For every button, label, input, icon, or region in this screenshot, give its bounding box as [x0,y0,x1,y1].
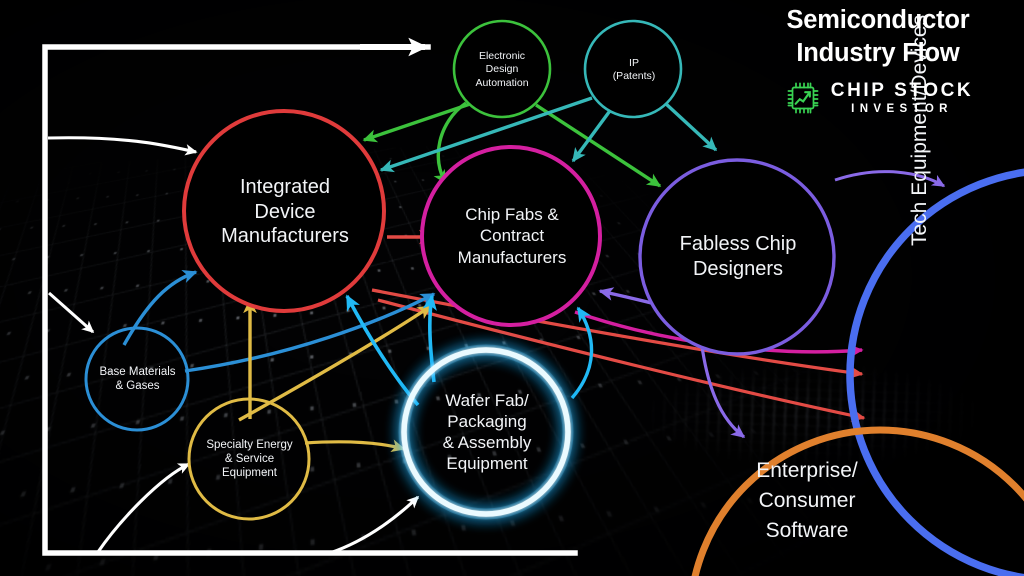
logo-text-secondary: INVESTOR [851,103,953,115]
node-circle-wafer [398,344,574,520]
node-tech-equipment-arc [846,168,1024,576]
node-circle-ip [583,19,683,119]
flow-ip-out [379,96,718,173]
node-circle-base [84,326,190,432]
node-circle-eda [452,19,552,119]
brand-logo: CHIP STOCK INVESTOR [746,78,1010,118]
node-circle-specialty [187,397,311,521]
page-title-line2: Industry Flow [796,38,960,67]
node-circle-fabless [638,158,836,356]
feedback-loop-frame [42,37,578,556]
title-block: Semiconductor Industry Flow CHIP STOCK I… [746,4,1010,118]
node-circle-idm [182,109,386,313]
node-circle-fabs [420,145,602,327]
node-enterprise-software-arc [691,426,1024,576]
flow-base-out [122,269,436,373]
flow-eda-out [362,101,662,188]
chip-trend-icon [787,82,819,114]
frame-branch-arrows [47,136,420,555]
page-title-line1: Semiconductor [786,6,970,34]
logo-text-primary: CHIP STOCK [830,80,974,101]
